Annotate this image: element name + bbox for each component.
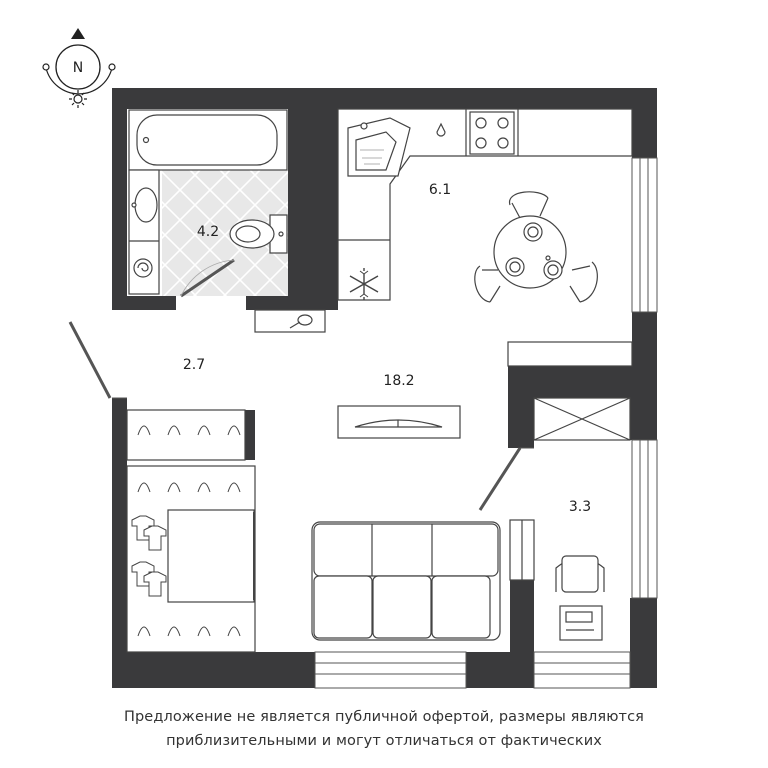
toilet-icon (229, 214, 288, 254)
windows (314, 157, 658, 689)
washing-machine-icon (133, 258, 153, 278)
entrance-door[interactable] (68, 321, 127, 399)
room-area-hall: 2.7 (183, 357, 205, 373)
bathroom-door[interactable] (180, 258, 235, 298)
sofa-icon (311, 521, 501, 641)
snowflake-icon (349, 268, 379, 300)
sun-path-arc (45, 67, 113, 95)
washbasin-icon (134, 187, 158, 223)
room-area-bathroom: 4.2 (197, 224, 219, 240)
water-drop-icon (436, 122, 446, 137)
compass-ring (55, 44, 101, 90)
room-area-living: 18.2 (383, 373, 414, 389)
balcony-fixtures (509, 397, 631, 641)
dining-set (474, 191, 598, 303)
doormat-icon (254, 309, 326, 333)
tv-stand-icon (337, 405, 461, 439)
wall-left-upper (112, 88, 127, 310)
kitchen-shelf (507, 341, 633, 367)
sun-icon (69, 90, 87, 108)
window-kitchen (631, 157, 658, 313)
kitchen-fixtures (337, 108, 633, 301)
window-balcony-bottom (533, 651, 631, 689)
window-living (314, 651, 467, 689)
shirt-icons (131, 515, 167, 597)
wardrobe (126, 409, 256, 653)
floor-plan: N (42, 28, 658, 689)
room-area-balcony: 3.3 (569, 499, 591, 515)
window-balcony (631, 439, 658, 599)
wall-top (112, 88, 657, 109)
disclaimer-line-2: приблизительными и могут отличаться от ф… (166, 733, 602, 749)
balcony-door[interactable] (478, 447, 534, 511)
bathroom-fixtures (128, 109, 288, 295)
desk-icon (559, 605, 603, 641)
chair-icon (555, 555, 605, 593)
wall-bath-kitchen (288, 88, 338, 310)
disclaimer-line-1: Предложение не является публичной оферто… (124, 709, 644, 725)
room-area-kitchen: 6.1 (429, 182, 451, 198)
hangers (137, 425, 241, 637)
compass-arrow-icon (71, 28, 85, 39)
compass: N (42, 28, 116, 108)
stove-icon (469, 111, 515, 155)
compass-north-label: N (73, 60, 83, 76)
